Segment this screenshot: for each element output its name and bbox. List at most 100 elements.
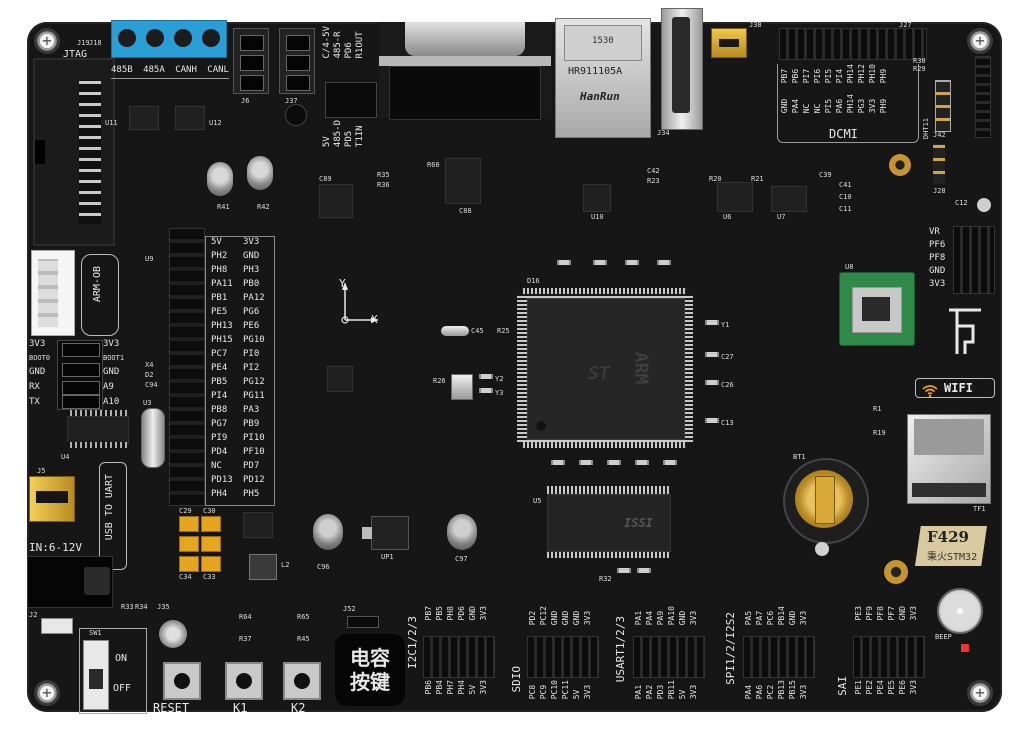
capacitive-touch-key[interactable]: 电容 按键 xyxy=(335,634,405,706)
gpio-pin-label: PI0 xyxy=(243,349,260,359)
ic-u7 xyxy=(583,184,611,212)
crystal-y1 xyxy=(441,326,469,336)
terminal-screw[interactable] xyxy=(118,29,136,47)
mode-labels-bottom: 5V 485-D PD5 T1IN xyxy=(322,120,365,147)
ref-label: R35 xyxy=(377,171,390,179)
ref-label: R23 xyxy=(647,177,660,185)
smd-capacitor xyxy=(551,460,565,465)
crystal-x4 xyxy=(141,408,165,468)
electrolytic-capacitor xyxy=(247,156,273,190)
ic-pins xyxy=(67,442,127,448)
axis-y-label: Y xyxy=(339,277,346,290)
ref-label: R36 xyxy=(377,181,390,189)
wifi-side-labels: VR PF6 PF8 GND 3V3 xyxy=(929,228,945,289)
trimmer[interactable] xyxy=(977,198,991,212)
ref-label: C13 xyxy=(721,419,734,427)
group-title: SDIO xyxy=(510,666,523,693)
tf-card-slot[interactable] xyxy=(907,414,991,504)
uart-label: GND xyxy=(103,367,120,377)
uart-label: BOOT0 xyxy=(29,354,51,362)
ref-label: C27 xyxy=(721,353,734,361)
mini-usb-port[interactable] xyxy=(711,28,747,58)
power-switch[interactable] xyxy=(83,640,109,710)
j52-header[interactable] xyxy=(347,616,379,628)
terminal-screw[interactable] xyxy=(202,29,220,47)
gpio-pin-label: PE5 xyxy=(211,307,228,317)
pin-header[interactable] xyxy=(743,636,815,678)
reset-button[interactable] xyxy=(163,662,201,700)
k1-button[interactable] xyxy=(225,662,263,700)
gpio-pin-label: PD7 xyxy=(243,461,260,471)
u8-label: U8 xyxy=(845,263,854,271)
mini-usb-uart-port[interactable] xyxy=(29,476,75,522)
touch-pad[interactable] xyxy=(159,620,187,648)
ref-label: C42 xyxy=(647,167,660,175)
group-title: I2C1/2/3 xyxy=(406,616,419,669)
mcu-st-logo: ST xyxy=(588,363,610,384)
piezo-mic xyxy=(285,104,307,126)
ref-label: C97 xyxy=(455,555,468,563)
smd-capacitor xyxy=(479,374,493,379)
jumper-block-j37[interactable] xyxy=(279,28,315,94)
right-edge-header[interactable] xyxy=(975,56,991,138)
jumper-block-j6[interactable] xyxy=(233,28,269,94)
uart-label: 3V3 xyxy=(103,339,120,349)
ic-accelerometer xyxy=(327,366,353,392)
ref-label: C88 xyxy=(459,207,472,215)
gpio-pin-label: PH8 xyxy=(211,265,228,275)
ic-u12 xyxy=(175,106,205,130)
pin-header[interactable] xyxy=(527,636,599,678)
switch-on-label: ON xyxy=(115,653,128,664)
gpio-pin-label: PB8 xyxy=(211,405,228,415)
usb-uart-outline xyxy=(99,462,127,570)
mode-jumper-header[interactable] xyxy=(325,82,377,118)
power-in-label: IN:6-12V xyxy=(29,541,82,554)
j5-label: J5 xyxy=(37,467,46,475)
terminal-screw[interactable] xyxy=(146,29,164,47)
mode-label: 485-R xyxy=(333,31,343,59)
j27-label: J27 xyxy=(899,21,912,29)
ref-label: D2 xyxy=(145,371,154,379)
rj45-jack[interactable]: 1530 HR911105A HanRun xyxy=(555,18,651,138)
ref-label: Y3 xyxy=(495,389,504,397)
dc-barrel-jack[interactable] xyxy=(27,556,113,608)
ref-label: C39 xyxy=(819,171,832,179)
ref-label: R25 xyxy=(497,327,510,335)
wifi-header[interactable] xyxy=(953,226,995,294)
gpio-pin-label: PA11 xyxy=(211,279,233,289)
gpio-header[interactable] xyxy=(169,228,205,506)
u5-label: U5 xyxy=(533,497,542,505)
switch-off-label: OFF xyxy=(113,683,132,694)
dcmi-header[interactable] xyxy=(779,28,927,60)
k2-button[interactable] xyxy=(283,662,321,700)
uart-label: TX xyxy=(29,397,40,407)
led xyxy=(815,542,829,556)
usb-a-port[interactable] xyxy=(661,8,703,130)
pcb-board: JTAG J19 J18 485B 485A CANH CANL U11 U12… xyxy=(27,8,1002,714)
uart-jumper-header[interactable] xyxy=(57,340,103,410)
j6-label: J6 xyxy=(241,97,250,105)
wifi-icon xyxy=(922,382,938,398)
pin-header[interactable] xyxy=(633,636,705,678)
ethernet-code: 1530 xyxy=(592,36,614,46)
ref-label: C10 xyxy=(839,193,852,201)
terminal-screw[interactable] xyxy=(174,29,192,47)
j52-label: J52 xyxy=(343,605,356,613)
buzzer xyxy=(937,588,983,634)
ref-label: R26 xyxy=(433,377,446,385)
jtag-label: JTAG xyxy=(63,49,88,60)
gpio-pin-label: PB5 xyxy=(211,377,228,387)
smd-capacitor xyxy=(607,460,621,465)
wifi-module xyxy=(839,272,915,346)
pin-header[interactable] xyxy=(853,636,925,678)
capkey-label: 电容 xyxy=(350,646,390,670)
ref-label: Y1 xyxy=(721,321,730,329)
standoff-brass xyxy=(889,154,911,176)
pin-header[interactable] xyxy=(423,636,495,678)
ref-label: C33 xyxy=(203,573,216,581)
